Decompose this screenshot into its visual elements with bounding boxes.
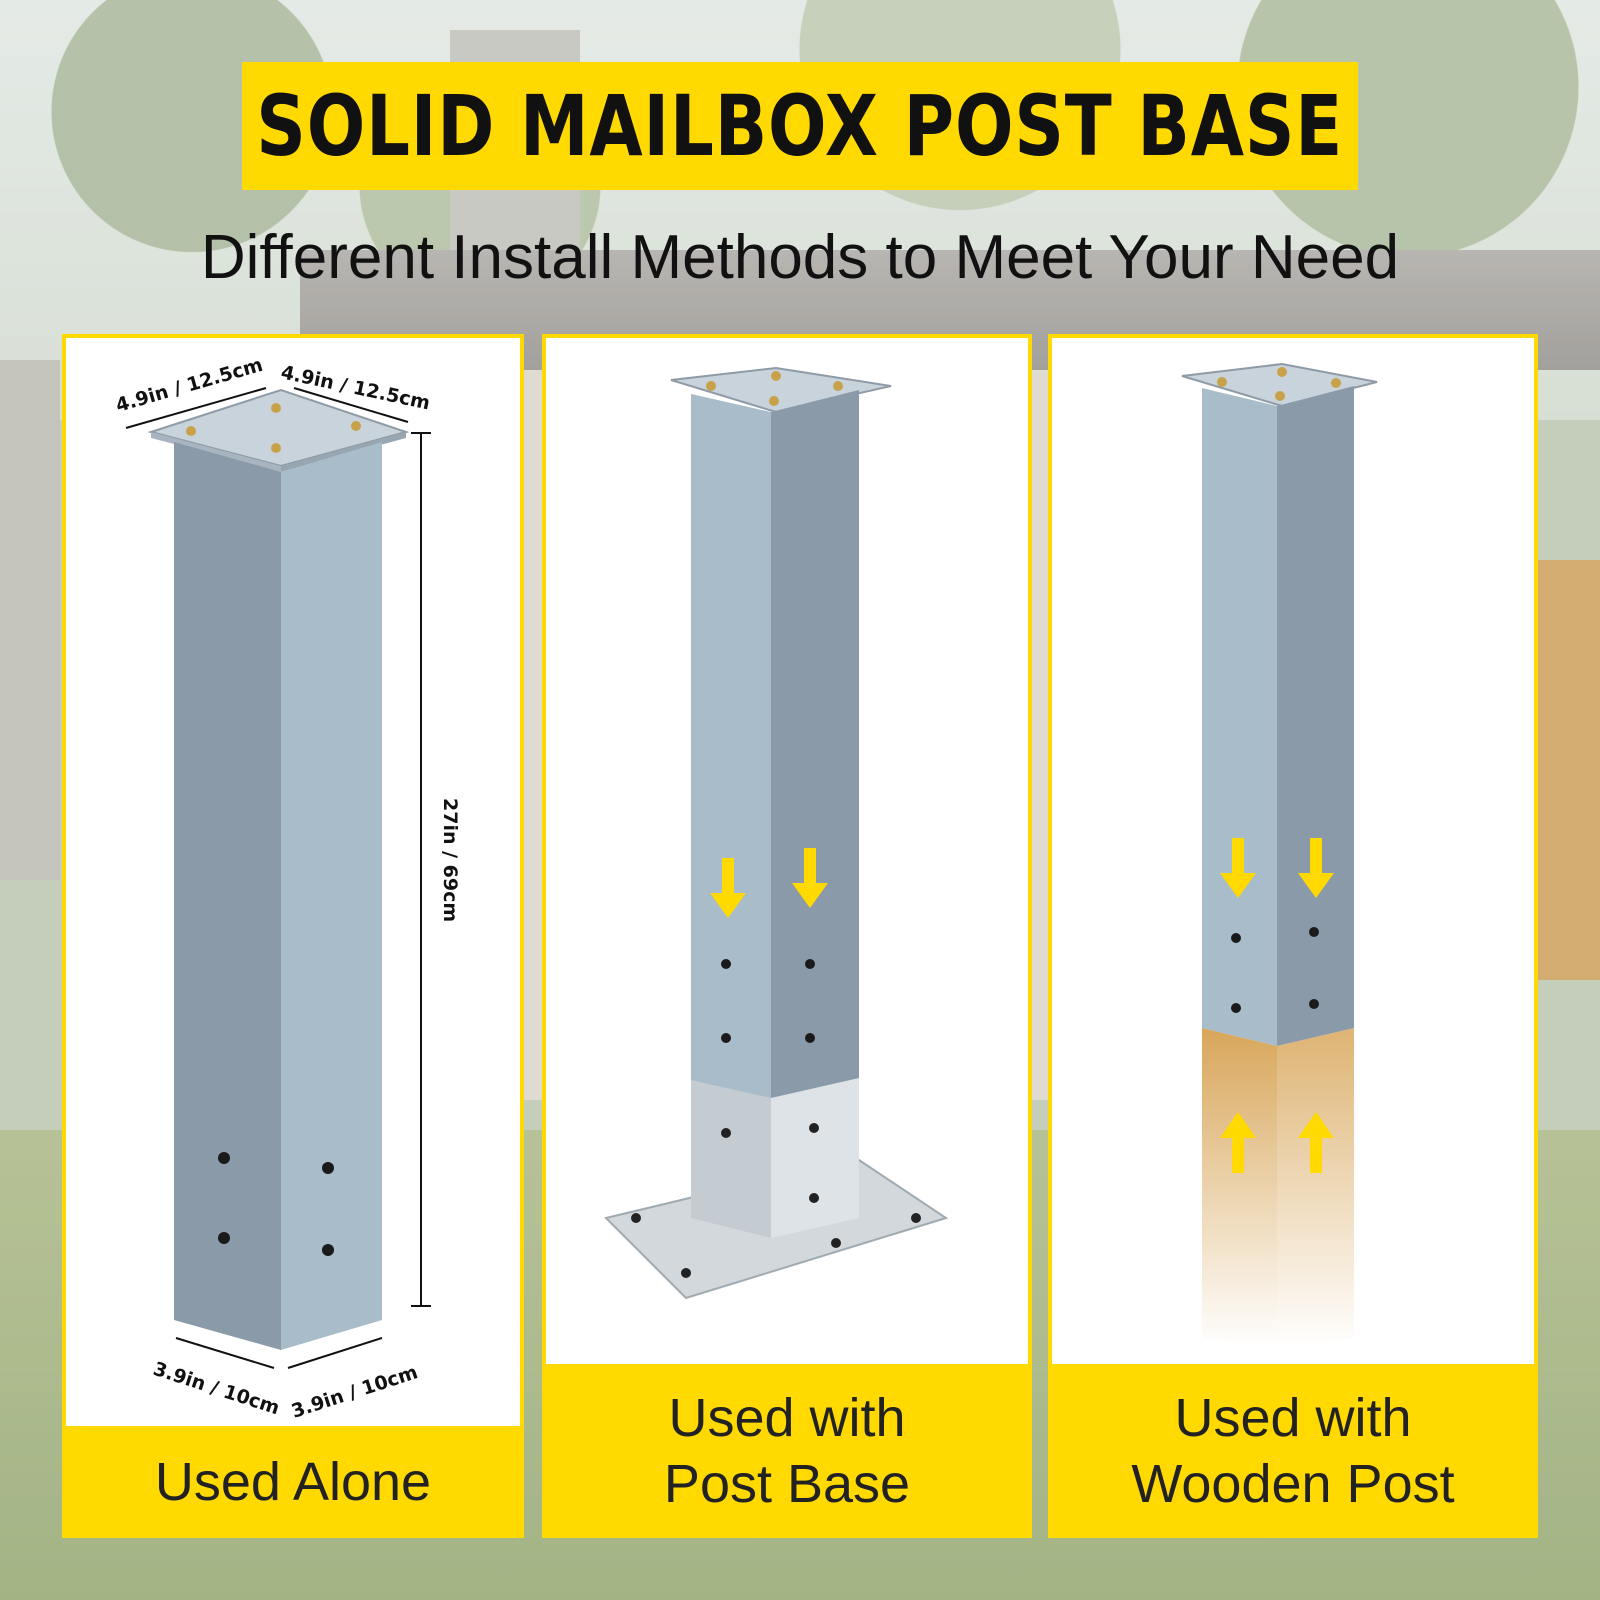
title-banner: SOLID MAILBOX POST BASE: [242, 62, 1358, 190]
page-title: SOLID MAILBOX POST BASE: [256, 77, 1344, 175]
panel-label-line: Used Alone: [154, 1452, 432, 1512]
bolt-hole: [831, 1238, 841, 1248]
screw-icon: [351, 421, 361, 431]
bolt-hole: [911, 1213, 921, 1223]
panel-label-line: Post Base: [663, 1454, 911, 1514]
sleeve-right-face: [771, 1063, 859, 1238]
bolt-hole: [631, 1213, 641, 1223]
bolt-hole: [721, 1033, 731, 1043]
post-right-face: [1277, 386, 1354, 1046]
dim-line-top-right: [293, 387, 409, 423]
post-right-face: [281, 442, 382, 1350]
top-plate: [1181, 362, 1378, 408]
dim-label-bottom-right: 3.9in / 10cm: [289, 1361, 421, 1423]
dim-line-bottom-right: [287, 1337, 383, 1369]
screw-icon: [271, 443, 281, 453]
post-diagram-wooden-post: [1181, 362, 1378, 1348]
bolt-hole: [805, 959, 815, 969]
wooden-post-right-face: [1277, 1028, 1354, 1348]
arrow-down-icon: [792, 848, 828, 908]
screw-icon: [271, 403, 281, 413]
bolt-hole: [809, 1123, 819, 1133]
panel-used-alone: 4.9in / 12.5cm 4.9in / 12.5cm 27in / 69c…: [62, 334, 524, 1538]
post-diagram-post-base: [604, 366, 949, 1300]
panel-label-wooden-post: Used with Wooden Post: [1048, 1364, 1538, 1538]
panel-label-line: Wooden Post: [1131, 1454, 1455, 1514]
screw-icon: [1331, 378, 1341, 388]
bolt-hole: [322, 1244, 334, 1256]
arrow-down-icon: [710, 858, 746, 918]
bolt-hole: [322, 1162, 334, 1174]
panel-label-line: Used with: [668, 1388, 906, 1448]
top-plate-edge: [151, 432, 281, 472]
bolt-hole: [809, 1193, 819, 1203]
screw-icon: [186, 426, 196, 436]
wooden-post-left-face: [1202, 1028, 1277, 1348]
page-subtitle: Different Install Methods to Meet Your N…: [200, 223, 1400, 292]
bolt-hole: [1231, 933, 1241, 943]
screw-icon: [833, 381, 843, 391]
arrow-up-icon: [1298, 1112, 1334, 1173]
screw-icon: [769, 396, 779, 406]
screw-icon: [1277, 367, 1287, 377]
panel-label-used-alone: Used Alone: [62, 1426, 524, 1538]
post-diagram-alone: 4.9in / 12.5cm 4.9in / 12.5cm 27in / 69c…: [113, 354, 461, 1423]
sleeve-left-face: [691, 1068, 771, 1238]
neighbor-wall: [0, 360, 60, 880]
screw-icon: [1217, 377, 1227, 387]
arrow-down-icon: [1220, 838, 1256, 898]
bolt-hole: [1309, 999, 1319, 1009]
post-left-face: [174, 442, 281, 1350]
dim-label-height: 27in / 69cm: [439, 798, 461, 922]
bolt-hole: [1231, 1003, 1241, 1013]
arrow-down-icon: [1298, 838, 1334, 898]
screw-icon: [1275, 391, 1285, 401]
bolt-hole: [681, 1268, 691, 1278]
panel-used-with-wooden-post: Used with Wooden Post: [1048, 334, 1538, 1538]
post-left-face: [691, 394, 771, 1098]
bolt-hole: [1309, 927, 1319, 937]
screw-icon: [706, 381, 716, 391]
post-left-face: [1202, 388, 1277, 1046]
dim-line-top-left: [125, 387, 267, 429]
post-right-face: [771, 390, 859, 1098]
dim-line-bottom-left: [175, 1337, 275, 1369]
bolt-hole: [721, 1128, 731, 1138]
bolt-hole: [721, 959, 731, 969]
panel-used-with-post-base: Used with Post Base: [542, 334, 1032, 1538]
screw-icon: [771, 371, 781, 381]
arrow-up-icon: [1220, 1112, 1256, 1173]
top-plate: [670, 366, 892, 414]
bolt-hole: [218, 1152, 230, 1164]
panel-label-post-base: Used with Post Base: [542, 1364, 1032, 1538]
bolt-hole: [805, 1033, 815, 1043]
dim-label-bottom-left: 3.9in / 10cm: [150, 1358, 282, 1420]
panel-label-line: Used with: [1174, 1388, 1412, 1448]
bolt-hole: [218, 1232, 230, 1244]
top-plate-edge-right: [281, 432, 406, 472]
